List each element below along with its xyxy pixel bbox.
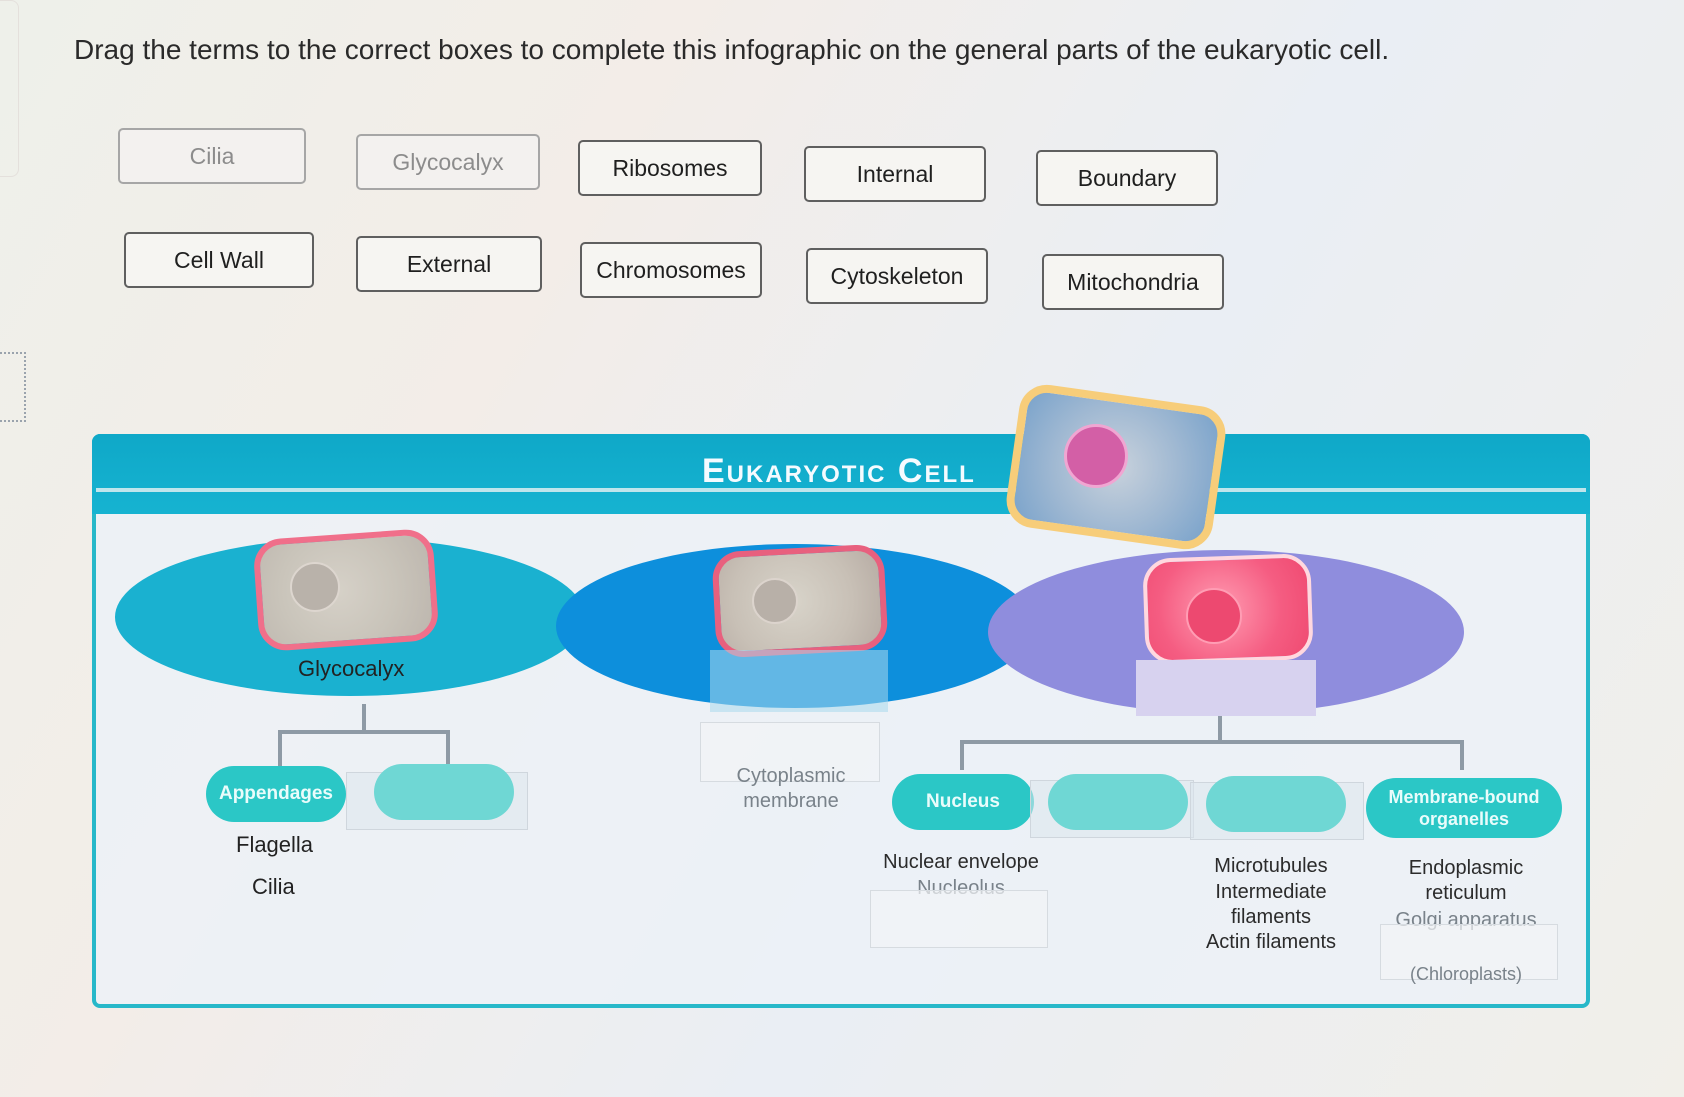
banner-divider bbox=[96, 488, 1586, 492]
term-mitochondria[interactable]: Mitochondria bbox=[1042, 254, 1224, 310]
term-glycocalyx[interactable]: Glycocalyx bbox=[356, 134, 540, 190]
intermediate-filaments-label: Intermediate filaments bbox=[1215, 881, 1327, 928]
term-boundary[interactable]: Boundary bbox=[1036, 150, 1218, 206]
connector-line bbox=[278, 730, 450, 734]
side-drop-marker bbox=[0, 352, 26, 422]
nucleus-node: Nucleus bbox=[892, 774, 1034, 830]
cell-nucleus-image bbox=[752, 578, 798, 624]
term-cell-wall[interactable]: Cell Wall bbox=[124, 232, 314, 288]
term-label: Cytoskeleton bbox=[830, 262, 964, 289]
term-label: Glycocalyx bbox=[392, 148, 504, 175]
cilia-label: Cilia bbox=[252, 874, 295, 899]
term-label: Cilia bbox=[189, 142, 235, 169]
drop-box-boundary-item[interactable] bbox=[700, 722, 880, 782]
connector-line bbox=[960, 740, 964, 770]
term-chromosomes[interactable]: Chromosomes bbox=[580, 242, 762, 298]
term-label: Internal bbox=[856, 160, 934, 187]
term-label: External bbox=[406, 250, 492, 277]
appendages-node: Appendages bbox=[206, 766, 346, 822]
cell-boundary-image bbox=[711, 543, 889, 659]
term-external[interactable]: External bbox=[356, 236, 542, 292]
connector-line bbox=[1218, 716, 1222, 742]
cytoplasmic-membrane-label: Cytoplasmic membrane bbox=[736, 765, 846, 812]
connector-line bbox=[278, 730, 282, 766]
connector-line bbox=[362, 704, 366, 732]
microtubules-label: Microtubules bbox=[1214, 855, 1328, 877]
infographic-title: Eukaryotic Cell bbox=[702, 452, 976, 490]
connector-line bbox=[1460, 740, 1464, 770]
blank-node bbox=[1206, 776, 1346, 832]
nuclear-envelope-label: Nuclear envelope bbox=[883, 851, 1039, 873]
term-label: Cell Wall bbox=[174, 246, 264, 273]
term-cytoskeleton[interactable]: Cytoskeleton bbox=[806, 248, 988, 304]
term-cilia[interactable]: Cilia bbox=[118, 128, 306, 184]
term-label: Chromosomes bbox=[596, 256, 746, 283]
cell-nucleus-image bbox=[290, 562, 340, 612]
actin-filaments-label: Actin filaments bbox=[1205, 931, 1337, 953]
cell-nucleus-image bbox=[1064, 424, 1128, 488]
drop-box-organelle-item[interactable] bbox=[1380, 924, 1558, 980]
infographic-banner bbox=[92, 434, 1590, 514]
cell-external-image bbox=[252, 527, 440, 653]
term-internal[interactable]: Internal bbox=[804, 146, 986, 202]
flagella-label: Flagella bbox=[236, 832, 314, 857]
cell-nucleus-image bbox=[1186, 588, 1242, 644]
membrane-bound-organelles-node: Membrane-bound organelles bbox=[1366, 778, 1562, 838]
drop-box-nucleus-item[interactable] bbox=[870, 890, 1048, 948]
term-ribosomes[interactable]: Ribosomes bbox=[578, 140, 762, 196]
chloroplasts-label: (Chloroplasts) bbox=[1409, 964, 1523, 984]
connector-line bbox=[446, 730, 450, 766]
term-label: Boundary bbox=[1077, 164, 1177, 191]
blank-node bbox=[374, 764, 514, 820]
connector-line bbox=[960, 740, 1464, 744]
drop-box-boundary-category[interactable] bbox=[710, 650, 888, 712]
endoplasmic-reticulum-label: Endoplasmic reticulum bbox=[1408, 857, 1524, 904]
infographic-panel bbox=[92, 434, 1590, 1008]
side-panel-edge bbox=[0, 0, 19, 177]
drop-box-internal-category[interactable] bbox=[1136, 660, 1316, 716]
blank-node bbox=[1048, 774, 1188, 830]
placed-glycocalyx-label: Glycocalyx bbox=[298, 656, 405, 681]
term-label: Ribosomes bbox=[612, 154, 728, 181]
instruction-text: Drag the terms to the correct boxes to c… bbox=[74, 34, 1390, 65]
term-label: Mitochondria bbox=[1067, 268, 1199, 295]
